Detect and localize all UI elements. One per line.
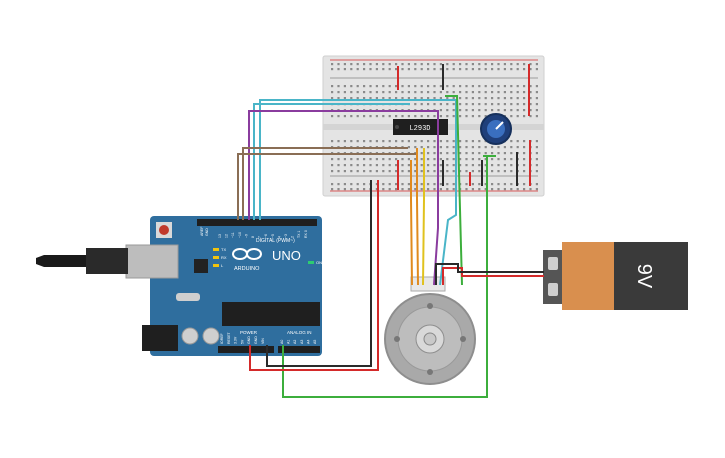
digital-pin-label: ~6 xyxy=(264,234,268,238)
on-label: ON xyxy=(316,260,322,265)
analog-pin-label: A3 xyxy=(300,340,304,344)
power-pin-label: IOREF xyxy=(220,333,224,344)
digital-pin-label: TX 1 xyxy=(297,231,301,238)
analog-pin-label: A2 xyxy=(293,340,297,344)
l-label: L xyxy=(221,263,224,268)
digital-pin-label: 8 xyxy=(251,236,255,238)
digital-pin-label: ~5 xyxy=(271,234,275,238)
power-pin-label: 5V xyxy=(240,339,244,344)
analog-pin-label: A4 xyxy=(306,340,310,344)
l293d-ic[interactable] xyxy=(393,119,448,135)
potentiometer-icon[interactable] xyxy=(480,113,512,145)
gnd-label: GND xyxy=(205,228,209,236)
digital-pin-label: 13 xyxy=(218,234,222,238)
power-pin-label: VIN xyxy=(261,338,265,344)
analog-pin-label: A5 xyxy=(313,340,317,344)
wires xyxy=(237,64,544,398)
battery-label: 9V xyxy=(633,264,655,289)
analog-pin-label: A1 xyxy=(287,340,291,344)
battery-9v[interactable] xyxy=(543,242,688,310)
digital-pin-label: 12 xyxy=(225,234,229,238)
digital-pin-label: ~3 xyxy=(284,234,288,238)
rx-label: RX xyxy=(221,255,227,260)
digital-pin-label: 7 xyxy=(258,236,262,238)
digital-header-label: DIGITAL (PWM~) xyxy=(256,238,295,244)
digital-pin-label: ~11 xyxy=(231,232,235,238)
digital-pin-label: 2 xyxy=(291,236,295,238)
digital-pin-label: 4 xyxy=(277,236,281,238)
arduino-uno[interactable] xyxy=(125,216,322,356)
dc-motor-icon[interactable] xyxy=(384,276,476,385)
power-header-label: POWER xyxy=(240,330,258,335)
ic-label: L293D xyxy=(409,125,430,133)
power-pin-label: RESET xyxy=(227,331,231,344)
power-pin-label: 3.3V xyxy=(234,336,238,344)
analog-header-label: ANALOG IN xyxy=(287,330,312,335)
arduino-logo-icon xyxy=(232,248,262,260)
usb-plug-icon xyxy=(36,248,128,274)
digital-pin-label: ~9 xyxy=(244,234,248,238)
arduino-model-label: UNO xyxy=(272,248,301,263)
power-pin-label: GND xyxy=(247,336,251,344)
tx-label: TX xyxy=(221,247,226,252)
power-pin-label: GND xyxy=(254,336,258,344)
digital-pin-label: ~10 xyxy=(238,232,242,238)
analog-pin-label: A0 xyxy=(280,340,284,344)
aref-label: AREF xyxy=(200,227,204,236)
arduino-brand-label: ARDUINO xyxy=(234,266,260,272)
digital-pin-label: RX 0 xyxy=(304,230,308,238)
